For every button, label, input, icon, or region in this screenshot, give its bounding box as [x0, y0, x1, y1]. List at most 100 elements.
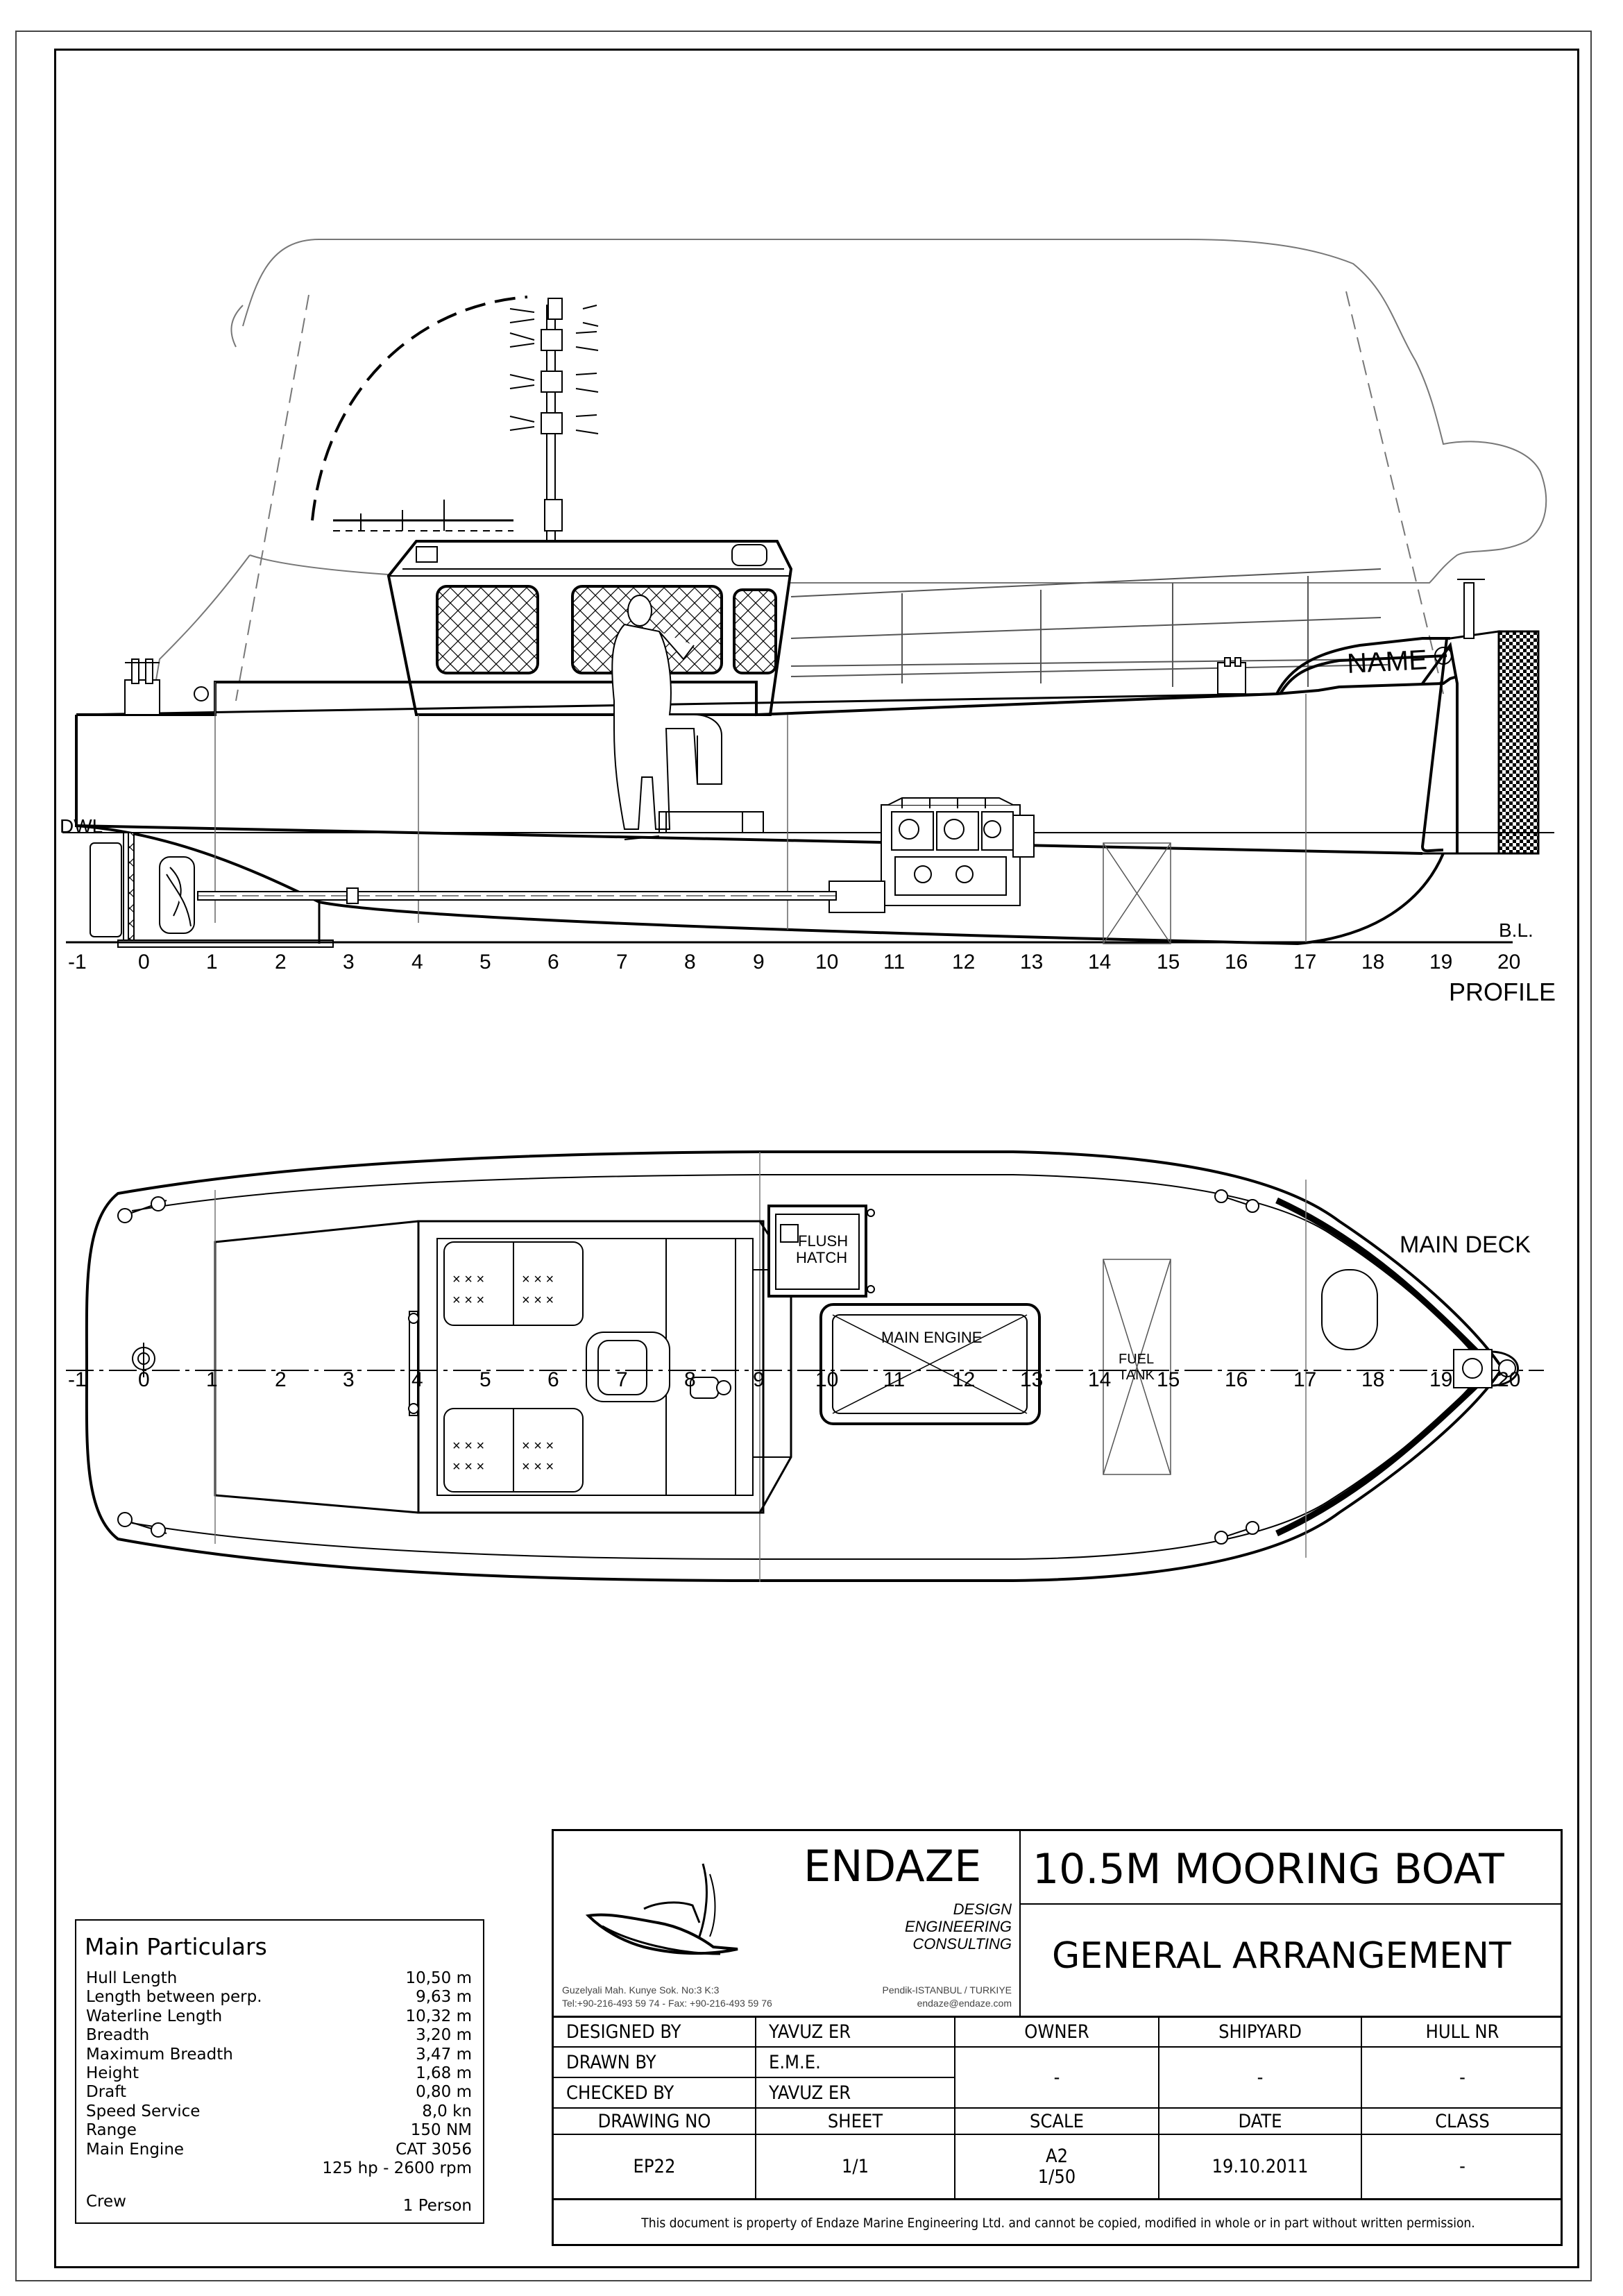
profile-station: -1 [68, 951, 87, 973]
plan-station: 18 [1361, 1368, 1385, 1391]
particular-value: CAT 3056 [396, 2140, 472, 2159]
plan-station: 2 [275, 1368, 287, 1391]
crew-label: Crew [86, 2193, 126, 2211]
shipyard-value: - [1257, 2066, 1264, 2089]
profile-station: 18 [1361, 951, 1385, 973]
tagline-engineering: ENGINEERING [904, 1918, 1012, 1935]
particular-value: 10,50 m [405, 1969, 472, 1987]
svg-text:× × ×: × × × [452, 1438, 484, 1454]
plan-station: 19 [1429, 1368, 1453, 1391]
profile-bollards [124, 657, 1246, 715]
profile-station: 15 [1157, 951, 1180, 973]
company-name: ENDAZE [804, 1841, 982, 1891]
sheet-inner-border [54, 49, 1579, 2268]
sheet-value: 1/1 [841, 2156, 869, 2177]
profile-boat-name: NAME [1346, 645, 1428, 679]
drawing-title: GENERAL ARRANGEMENT [1052, 1935, 1511, 1977]
plan-station: 6 [547, 1368, 559, 1391]
plan-station: 14 [1088, 1368, 1112, 1391]
class-value: - [1459, 2156, 1465, 2177]
particular-row: 125 hp - 2600 rpm [86, 2159, 472, 2178]
date-value: 19.10.2011 [1212, 2156, 1309, 2177]
profile-station: 20 [1497, 951, 1521, 973]
drawn-by-value: E.M.E. [769, 2051, 821, 2073]
particular-label: Range [86, 2121, 137, 2140]
profile-station-lines [214, 682, 1307, 942]
crew-value: 1 Person [402, 2197, 472, 2215]
address-line-2: Tel:+90-216-493 59 74 - Fax: +90-216-493… [562, 1998, 772, 2009]
helmsman-figure [611, 595, 743, 840]
designed-by-label: DESIGNED BY [566, 2021, 681, 2043]
engine-profile [829, 797, 1035, 913]
plan-station: 1 [206, 1368, 218, 1391]
tagline-consulting: CONSULTING [912, 1935, 1012, 1953]
checked-by-value: YAVUZ ER [769, 2082, 851, 2104]
particular-value: 10,32 m [405, 2007, 472, 2025]
particular-label: Hull Length [86, 1969, 178, 1987]
main-deck-plan: × × ×× × × × × ×× × × × × ×× × × × × ×× … [66, 1150, 1544, 1582]
hull-nr-label: HULL NR [1425, 2021, 1499, 2043]
particular-label: Breadth [86, 2026, 150, 2045]
deck-railing [790, 568, 1388, 687]
designed-by-value: YAVUZ ER [769, 2021, 851, 2043]
plan-station: 12 [952, 1368, 976, 1391]
particular-label: Maximum Breadth [86, 2045, 233, 2064]
particular-value: 8,0 kn [422, 2102, 472, 2120]
plan-station: 13 [1020, 1368, 1044, 1391]
particular-value: 1,68 m [416, 2064, 472, 2083]
company-contact: Pendik-ISTANBUL / TURKIYE endaze@endaze.… [831, 1984, 1012, 2010]
particulars-list: Hull Length 10,50 m Length between perp.9… [86, 1969, 472, 2178]
profile-station: 3 [343, 951, 355, 973]
particular-row: Length between perp.9,63 m [86, 1988, 472, 2007]
fuel-tank-plan [1103, 1259, 1171, 1475]
svg-text:× × ×: × × × [522, 1293, 554, 1308]
profile-station: 9 [753, 951, 765, 973]
svg-text:× × ×: × × × [452, 1293, 484, 1308]
profile-station: 13 [1020, 951, 1044, 973]
particular-row: Maximum Breadth 3,47 m [86, 2046, 472, 2064]
profile-station: 1 [206, 951, 218, 973]
particular-value: 3,47 m [416, 2045, 472, 2064]
profile-hull-bottom [76, 824, 1445, 946]
profile-station: 6 [547, 951, 559, 973]
hull-nr-value: - [1459, 2066, 1465, 2089]
particular-value: 3,20 m [416, 2026, 472, 2045]
profile-station: 4 [411, 951, 423, 973]
endaze-logo-icon [585, 1863, 738, 1955]
profile-view-label: PROFILE [1449, 978, 1556, 1006]
plan-station: 16 [1225, 1368, 1248, 1391]
drawn-by-label: DRAWN BY [566, 2051, 656, 2073]
hatch-label-2: HATCH [796, 1249, 847, 1266]
address-line-1: Guzelyali Mah. Kunye Sok. No:3 K:3 [562, 1984, 720, 1996]
profile-station: 5 [479, 951, 491, 973]
profile-station: 19 [1429, 951, 1453, 973]
particular-value: 9,63 m [416, 1988, 472, 2007]
plan-station: 4 [411, 1368, 423, 1391]
plan-station: 20 [1497, 1368, 1521, 1391]
profile-station: 12 [952, 951, 976, 973]
plan-station: 17 [1293, 1368, 1317, 1391]
svg-text:× × ×: × × × [522, 1272, 554, 1287]
title-block: ENDAZE DESIGN ENGINEERING CONSULTING Guz… [552, 1829, 1563, 2246]
profile-station: 14 [1088, 951, 1112, 973]
particular-row: Height 1,68 m [86, 2064, 472, 2083]
particular-label: Height [86, 2064, 139, 2083]
plan-station: 7 [616, 1368, 628, 1391]
fuel-tank-label-2: TANK [1119, 1368, 1155, 1383]
profile-station: 16 [1225, 951, 1248, 973]
sheet-label: SHEET [827, 2110, 883, 2132]
profile-station: 0 [138, 951, 150, 973]
svg-text:× × ×: × × × [452, 1459, 484, 1474]
particular-value: 125 hp - 2600 rpm [322, 2159, 472, 2178]
sheet-outer-border [15, 31, 1592, 2281]
class-label: CLASS [1435, 2110, 1490, 2132]
particular-label: Draft [86, 2083, 126, 2102]
shipyard-label: SHIPYARD [1218, 2021, 1302, 2043]
checked-by-label: CHECKED BY [566, 2082, 674, 2104]
bench-seats [443, 1241, 584, 1493]
company-address: Guzelyali Mah. Kunye Sok. No:3 K:3 Tel:+… [562, 1984, 772, 2010]
profile-station: 10 [815, 951, 839, 973]
